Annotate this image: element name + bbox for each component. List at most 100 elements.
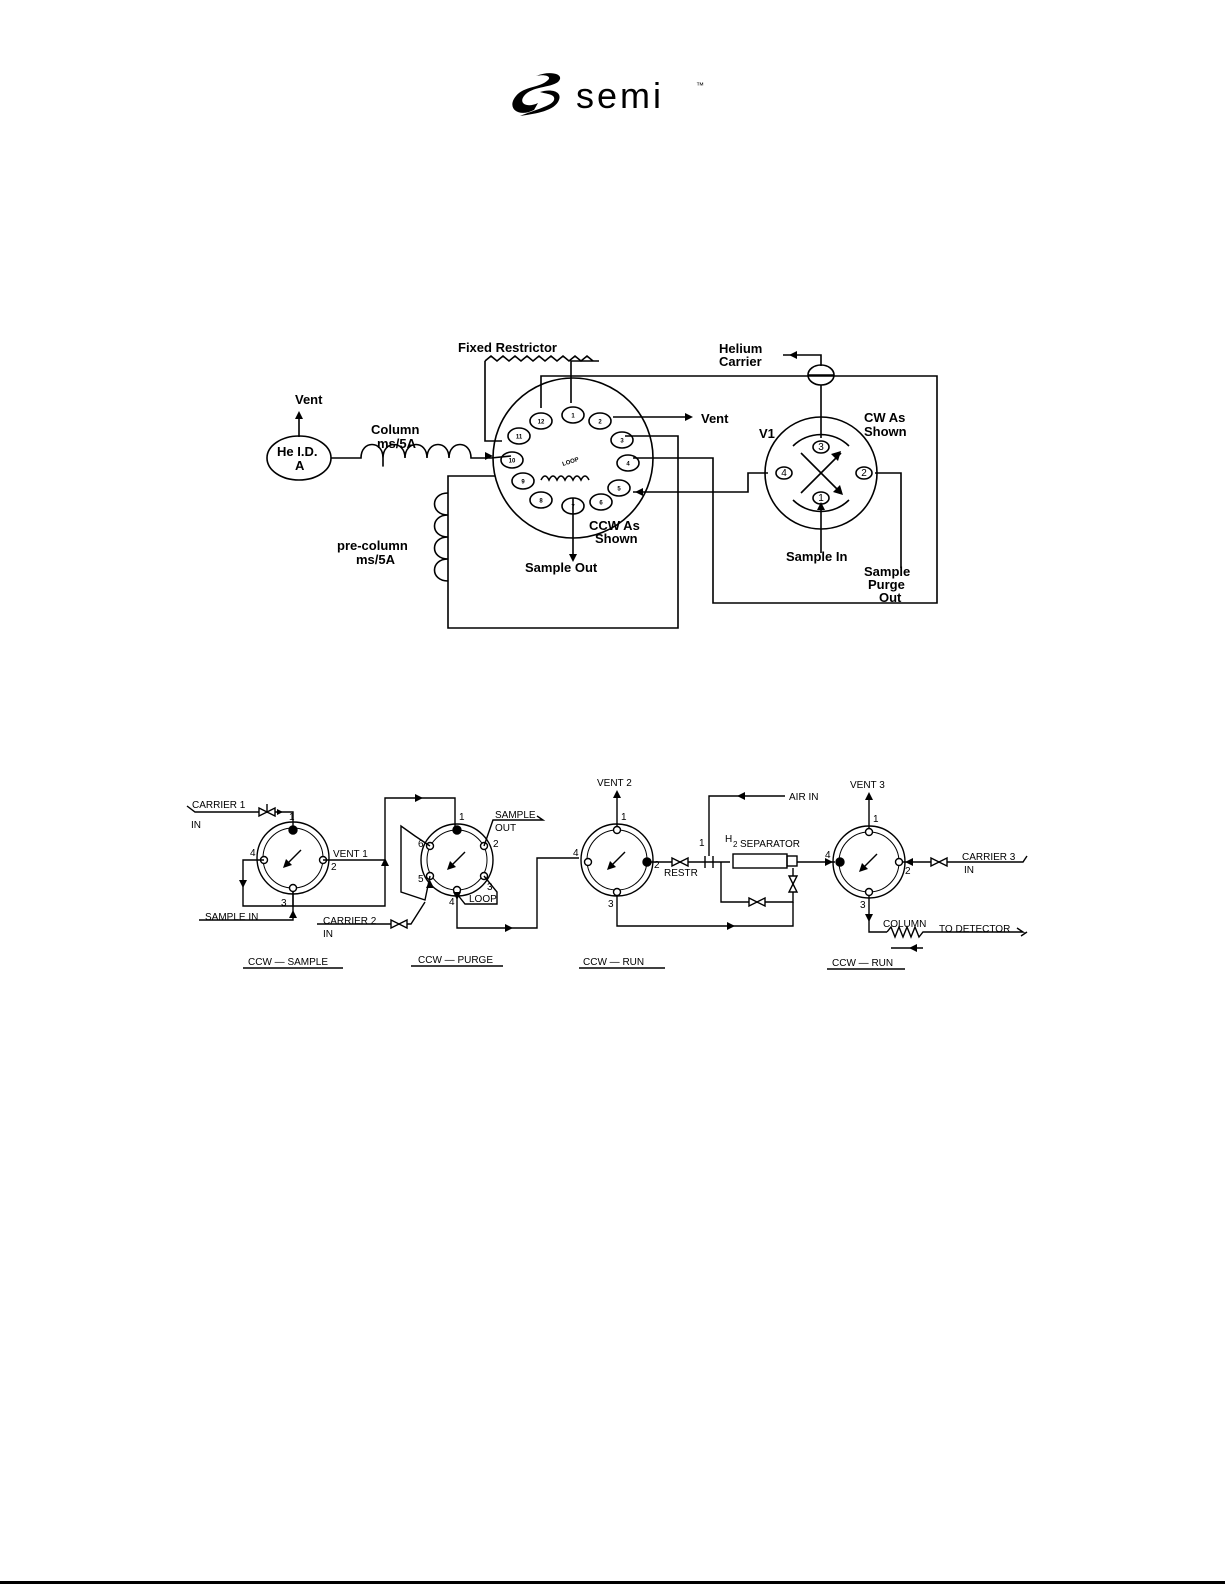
arrow-icon — [295, 411, 303, 419]
to-detector-label: TO DETECTOR — [939, 924, 1010, 935]
footer-rule — [0, 1581, 1225, 1584]
port-number: 2 — [861, 468, 867, 479]
valve-2-purge — [420, 823, 494, 897]
ccw-label-2: Shown — [595, 531, 638, 546]
port-number: 8 — [539, 499, 543, 505]
sample-in-label: SAMPLE IN — [205, 912, 258, 923]
carrier-line — [540, 375, 938, 604]
h2-label: H — [725, 834, 732, 845]
port-number: 3 — [620, 439, 624, 445]
port-number: 12 — [538, 420, 545, 426]
port-circle — [529, 491, 553, 509]
vent1-label: VENT 1 — [333, 849, 368, 860]
port-number: 10 — [509, 459, 516, 465]
port-number: 1 — [571, 414, 575, 420]
port-number: 4 — [250, 848, 256, 859]
logo-text: semi — [576, 75, 664, 116]
port-number: 4 — [781, 468, 787, 479]
helium-label-2: Carrier — [719, 354, 762, 369]
cw-label-1: CW As — [864, 410, 905, 425]
vent-right-label: Vent — [701, 411, 729, 426]
arrow-icon — [485, 452, 493, 460]
port-circle — [588, 412, 612, 430]
valve-4-run — [832, 825, 906, 899]
sample-out-label: Sample Out — [525, 560, 598, 575]
port-circle — [589, 493, 613, 511]
air-in-label: AIR IN — [789, 792, 818, 803]
column-label-1: Column — [371, 422, 419, 437]
precolumn-return-line — [447, 435, 679, 629]
port-number: 1 — [818, 493, 824, 504]
port-circle — [812, 440, 830, 454]
port-circle — [529, 412, 553, 430]
purge-label-3: Out — [879, 590, 902, 605]
loop-label: LOOP — [469, 894, 497, 905]
mode4-label: CCW — RUN — [832, 958, 893, 969]
fixed-restrictor-label: Fixed Restrictor — [458, 340, 557, 355]
port-number: 1 — [873, 814, 879, 825]
sample-in-label: Sample In — [786, 549, 847, 564]
loop-coil — [540, 475, 590, 482]
purge-label-1: Sample — [864, 564, 910, 579]
port-number: 3 — [281, 898, 287, 909]
sample-out-label-1: SAMPLE — [495, 810, 536, 821]
column-coil — [886, 925, 1028, 939]
port-number: 11 — [516, 435, 523, 441]
carrier1-label: CARRIER 1 — [192, 800, 246, 811]
port-circle — [507, 427, 531, 445]
arrow-icon — [685, 413, 693, 421]
carrier1-in-label: IN — [191, 820, 201, 831]
port-number: 6 — [418, 839, 424, 850]
port-number: 1 — [289, 812, 295, 823]
mode1-label: CCW — SAMPLE — [248, 957, 328, 968]
he-id-label-2: A — [295, 458, 305, 473]
port-number: 3 — [608, 899, 614, 910]
port-number: 4 — [573, 848, 579, 859]
ccw-label-1: CCW As — [589, 518, 640, 533]
port-group-4: 1 2 3 4 — [775, 440, 873, 505]
port-circle — [775, 466, 793, 480]
port-number: 1 — [621, 812, 627, 823]
port-number: 6 — [599, 501, 603, 507]
carrier3-label: CARRIER 3 — [962, 852, 1016, 863]
vent-top-label: Vent — [295, 392, 323, 407]
port-circle — [561, 406, 585, 424]
column-label-2: ms/5A — [377, 436, 417, 451]
precolumn-label-1: pre-column — [337, 538, 408, 553]
precolumn-label-2: ms/5A — [356, 552, 396, 567]
arrow-icon — [817, 502, 825, 510]
port-number: 2 — [905, 866, 911, 877]
arrow-icon — [569, 554, 577, 562]
mode2-label: CCW — PURGE — [418, 955, 493, 966]
port-number: 5 — [418, 874, 424, 885]
carrier2-label: CARRIER 2 — [323, 916, 377, 927]
separator-label: SEPARATOR — [740, 839, 800, 850]
port-circle — [616, 454, 640, 472]
port-number: 2 — [654, 860, 660, 871]
loop-label: LOOP — [562, 457, 580, 468]
valve-1-sample — [256, 821, 330, 895]
purge-label-2: Purge — [868, 577, 905, 592]
port-number: 3 — [818, 442, 824, 453]
port-number: 5 — [617, 487, 621, 493]
port-number: 3 — [487, 882, 493, 893]
semi-swoosh-icon — [512, 73, 561, 116]
v1-label: V1 — [759, 426, 775, 441]
valve-3-run — [580, 823, 654, 897]
port-number: 2 — [493, 839, 499, 850]
port-number: 4 — [626, 462, 630, 468]
carrier2-in-label: IN — [323, 929, 333, 940]
port-number: 3 — [860, 900, 866, 911]
port-circle — [855, 466, 873, 480]
valve-diagram-2: 1 2 3 4 CARRIER 1 IN VENT 1 SAMPLE IN CC… — [186, 778, 1028, 970]
port-circle — [607, 479, 631, 497]
port-number: 4 — [825, 850, 831, 861]
column-label: COLUMN — [883, 919, 926, 930]
h2-subscript: 2 — [733, 840, 738, 849]
h2-separator — [732, 853, 788, 869]
semi-logo: semi ™ — [512, 73, 704, 116]
logo-trademark: ™ — [696, 81, 704, 90]
column-coil — [331, 443, 512, 467]
vent3-label: VENT 3 — [850, 780, 885, 791]
port-number: 9 — [521, 480, 525, 486]
